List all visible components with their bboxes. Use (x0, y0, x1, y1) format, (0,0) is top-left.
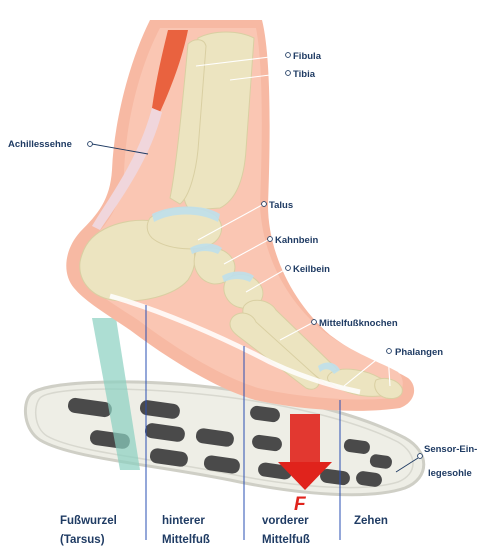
mittelfussknochen-marker (312, 320, 317, 325)
region-tarsus-line1: Fußwurzel (60, 515, 117, 527)
fibula-marker (286, 53, 291, 58)
kahnbein-label: Kahnbein (275, 235, 318, 246)
sensor-label-line2: legesohle (428, 468, 472, 479)
kahnbein-marker (268, 237, 273, 242)
tibia-label: Tibia (293, 69, 316, 80)
region-labels: Fußwurzel (Tarsus) hinterer Mittelfuß vo… (60, 515, 388, 546)
fibula-label: Fibula (293, 51, 322, 62)
achilles-marker (88, 142, 93, 147)
region-front-metatarsus-line1: vorderer (262, 515, 309, 527)
force-arrow-shaft (290, 414, 320, 464)
region-tarsus-line2: (Tarsus) (60, 534, 105, 546)
sensor-label-line1: Sensor-Ein- (424, 444, 477, 455)
talus-label: Talus (269, 200, 293, 211)
region-front-metatarsus-line2: Mittelfuß (262, 534, 310, 546)
force-label: F (294, 494, 307, 515)
keilbein-label: Keilbein (293, 264, 330, 275)
region-rear-metatarsus-line2: Mittelfuß (162, 534, 210, 546)
keilbein-marker (286, 266, 291, 271)
tibia-marker (286, 71, 291, 76)
phalangen-label: Phalangen (395, 347, 443, 358)
sensor-marker (418, 454, 423, 459)
region-rear-metatarsus-line1: hinterer (162, 515, 205, 527)
phalangen-marker (387, 349, 392, 354)
talus-marker (262, 202, 267, 207)
achilles-label: Achillessehne (8, 139, 72, 150)
mittelfussknochen-label: Mittelfußknochen (319, 318, 398, 329)
region-toes-line1: Zehen (354, 515, 388, 527)
